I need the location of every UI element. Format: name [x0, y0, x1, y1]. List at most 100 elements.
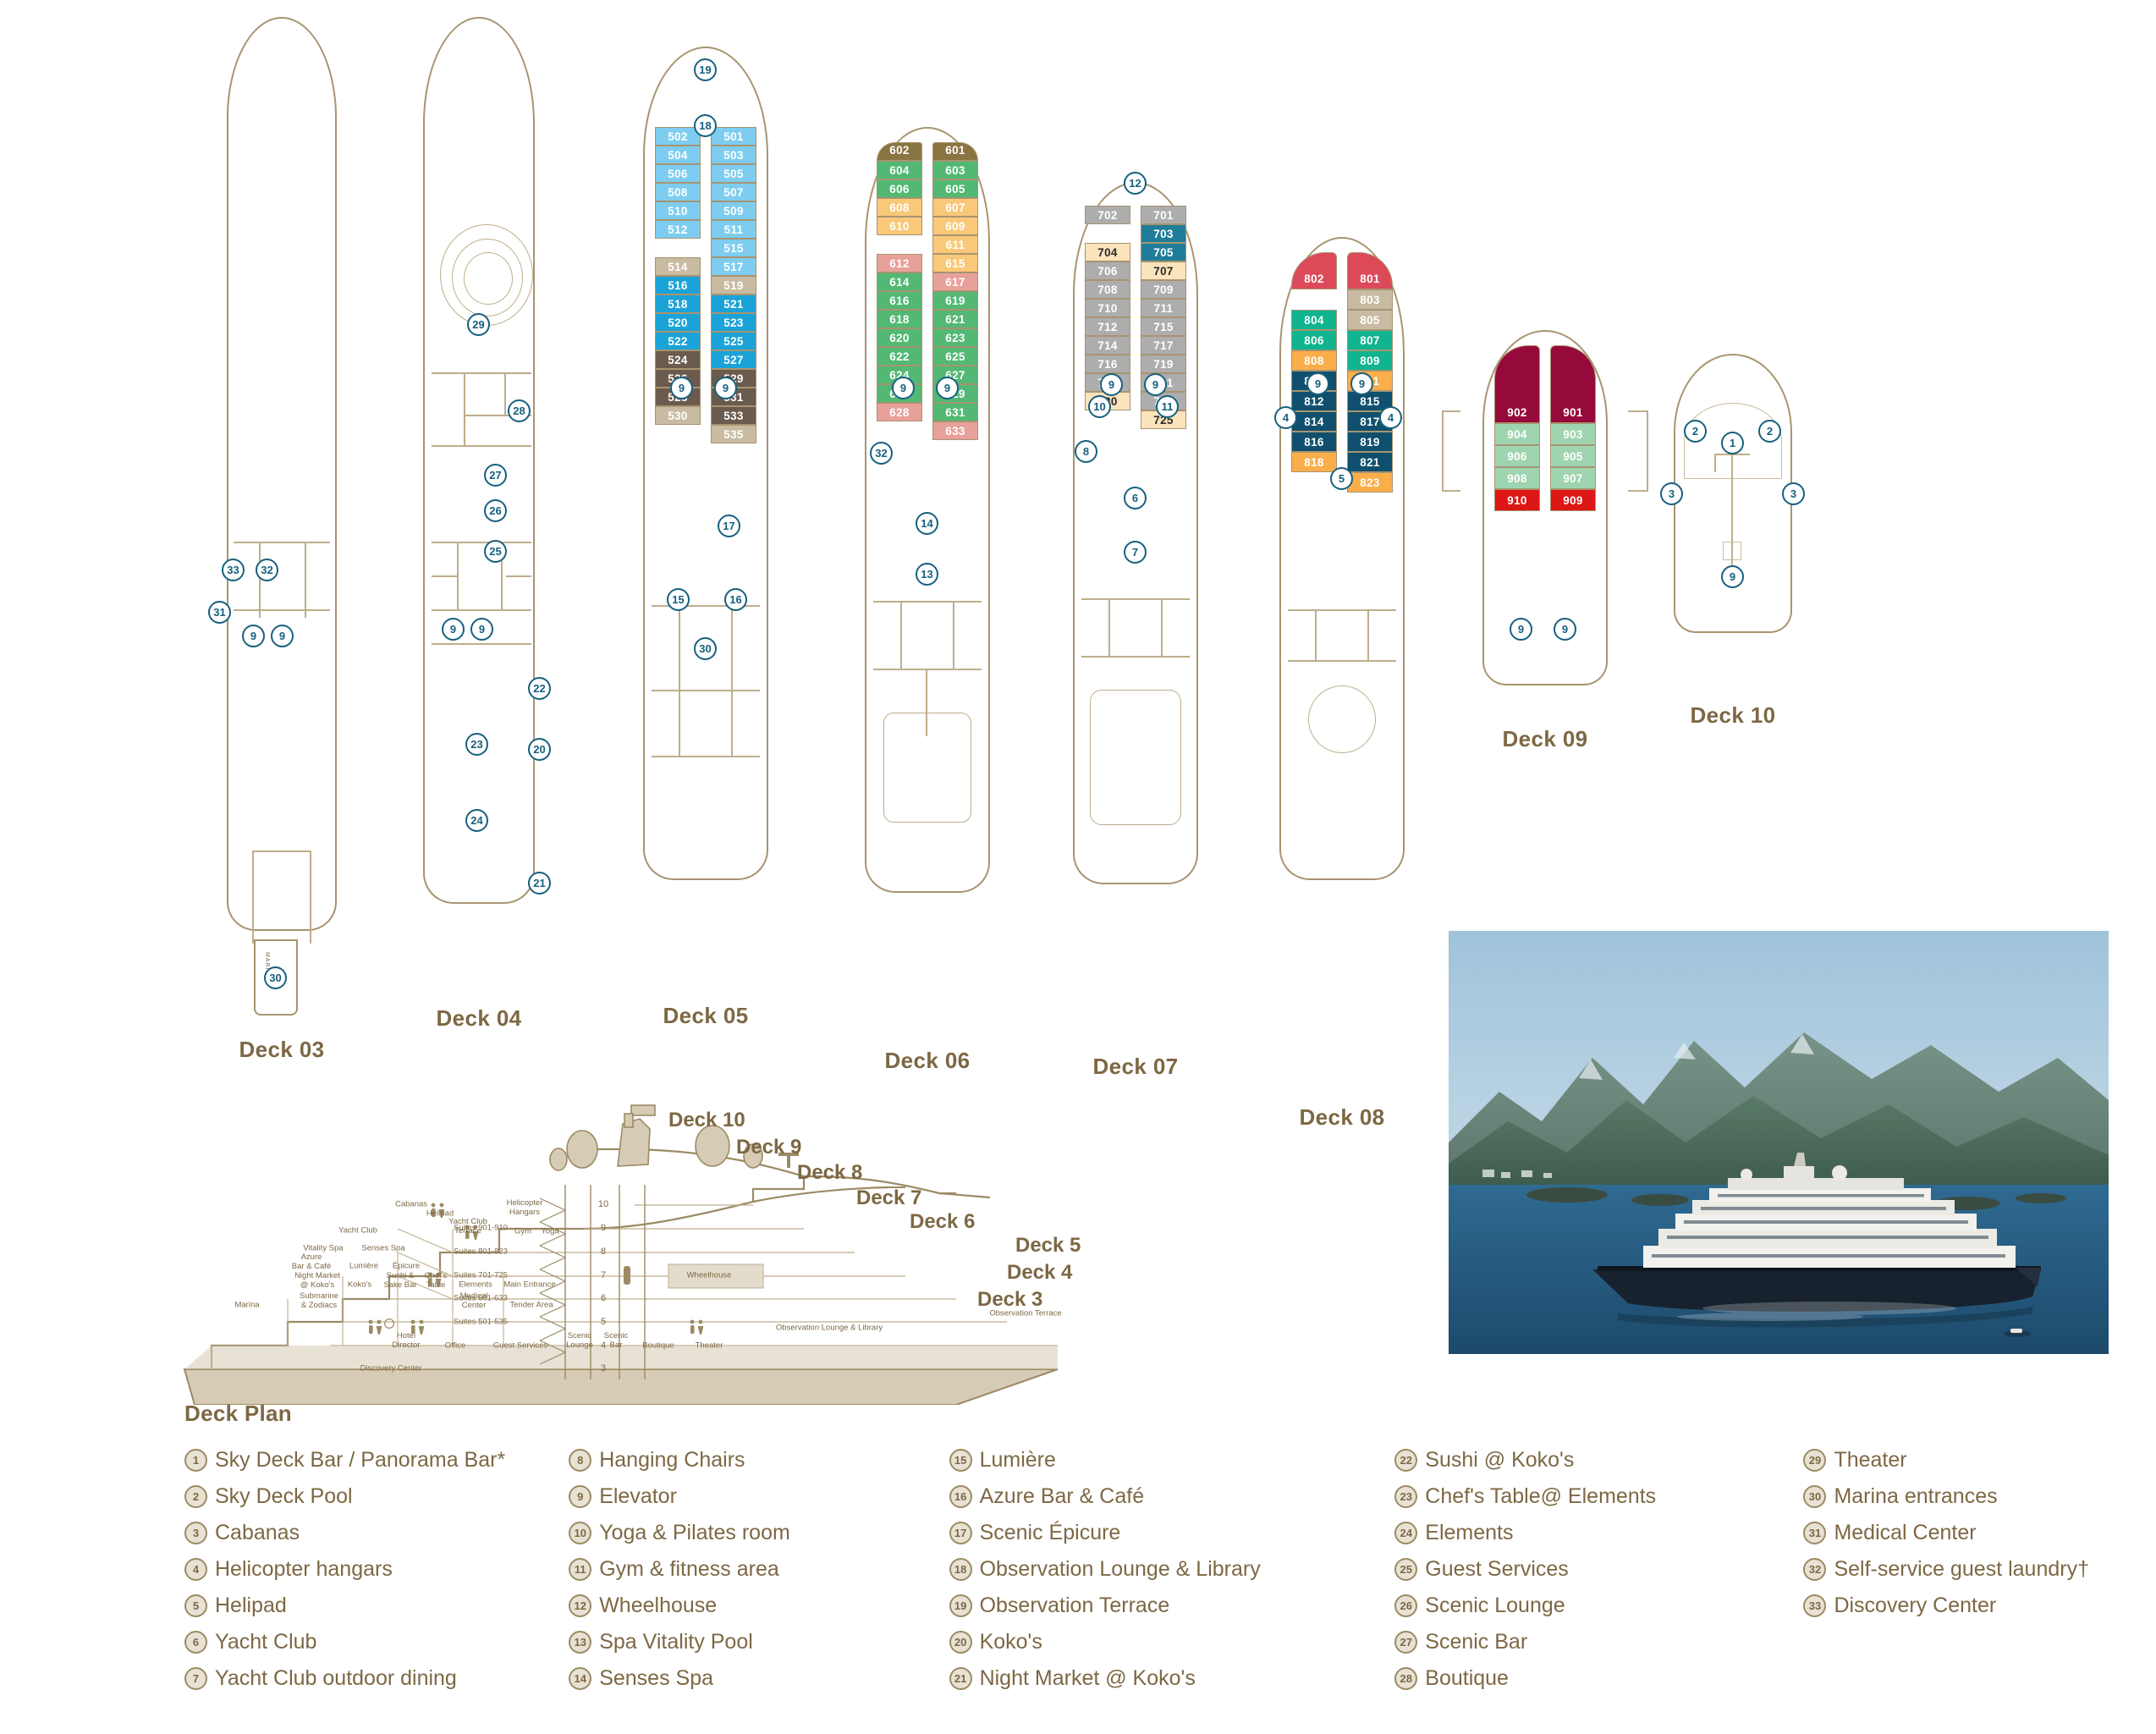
cabin-707[interactable]: 707 — [1141, 261, 1186, 280]
cabin-633[interactable]: 633 — [932, 421, 978, 440]
cabin-523[interactable]: 523 — [711, 313, 756, 332]
cabin-607[interactable]: 607 — [932, 198, 978, 217]
deck08-marker-9a[interactable]: 9 — [1306, 372, 1329, 395]
cabin-807[interactable]: 807 — [1347, 330, 1393, 350]
deck04-marker-20[interactable]: 20 — [528, 738, 551, 761]
cabin-701[interactable]: 701 — [1141, 206, 1186, 224]
cabin-614[interactable]: 614 — [877, 272, 922, 291]
deck05-marker-9a[interactable]: 9 — [670, 377, 693, 399]
deck05-marker-30[interactable]: 30 — [694, 637, 717, 660]
cabin-702[interactable]: 702 — [1085, 206, 1130, 224]
cabin-518[interactable]: 518 — [655, 295, 701, 313]
cabin-821[interactable]: 821 — [1347, 452, 1393, 472]
cabin-535[interactable]: 535 — [711, 425, 756, 443]
cabin-615[interactable]: 615 — [932, 254, 978, 272]
cabin-703[interactable]: 703 — [1141, 224, 1186, 243]
cabin-712[interactable]: 712 — [1085, 317, 1130, 336]
cabin-902[interactable]: 902 — [1494, 345, 1540, 423]
cabin-530[interactable]: 530 — [655, 406, 701, 425]
deck04-marker-9a[interactable]: 9 — [442, 618, 465, 641]
cabin-704[interactable]: 704 — [1085, 243, 1130, 261]
deck04-marker-25[interactable]: 25 — [484, 540, 507, 563]
cabin-907[interactable]: 907 — [1550, 467, 1596, 489]
cabin-617[interactable]: 617 — [932, 272, 978, 291]
deck08-marker-5[interactable]: 5 — [1330, 467, 1353, 490]
cabin-522[interactable]: 522 — [655, 332, 701, 350]
cabin-508[interactable]: 508 — [655, 183, 701, 201]
cabin-905[interactable]: 905 — [1550, 445, 1596, 467]
cabin-616[interactable]: 616 — [877, 291, 922, 310]
cabin-520[interactable]: 520 — [655, 313, 701, 332]
cabin-908[interactable]: 908 — [1494, 467, 1540, 489]
cabin-509[interactable]: 509 — [711, 201, 756, 220]
cabin-620[interactable]: 620 — [877, 328, 922, 347]
deck03-marker-31[interactable]: 31 — [208, 601, 231, 624]
cabin-622[interactable]: 622 — [877, 347, 922, 366]
deck08-marker-4a[interactable]: 4 — [1274, 406, 1297, 429]
cabin-525[interactable]: 525 — [711, 332, 756, 350]
deck06-marker-13[interactable]: 13 — [916, 563, 938, 586]
cabin-816[interactable]: 816 — [1291, 432, 1337, 452]
deck06-marker-9b[interactable]: 9 — [936, 377, 959, 399]
cabin-631[interactable]: 631 — [932, 403, 978, 421]
deck09-marker-9a[interactable]: 9 — [1510, 618, 1532, 641]
deck08-marker-9b[interactable]: 9 — [1350, 372, 1373, 395]
cabin-521[interactable]: 521 — [711, 295, 756, 313]
cabin-628[interactable]: 628 — [877, 403, 922, 421]
cabin-511[interactable]: 511 — [711, 220, 756, 239]
deck05-marker-18[interactable]: 18 — [694, 114, 717, 137]
cabin-809[interactable]: 809 — [1347, 350, 1393, 371]
deck10-marker-3a[interactable]: 3 — [1660, 482, 1683, 505]
deck06-marker-14[interactable]: 14 — [916, 512, 938, 535]
deck07-marker-9a[interactable]: 9 — [1100, 373, 1123, 396]
deck04-marker-22[interactable]: 22 — [528, 677, 551, 700]
cabin-709[interactable]: 709 — [1141, 280, 1186, 299]
cabin-612[interactable]: 612 — [877, 254, 922, 272]
cabin-706[interactable]: 706 — [1085, 261, 1130, 280]
deck04-marker-9b[interactable]: 9 — [470, 618, 493, 641]
cabin-711[interactable]: 711 — [1141, 299, 1186, 317]
cabin-901[interactable]: 901 — [1550, 345, 1596, 423]
deck04-marker-26[interactable]: 26 — [484, 499, 507, 522]
deck07-marker-9b[interactable]: 9 — [1144, 373, 1167, 396]
deck04-marker-29[interactable]: 29 — [467, 313, 490, 336]
cabin-601[interactable]: 601 — [932, 142, 978, 161]
cabin-608[interactable]: 608 — [877, 198, 922, 217]
cabin-802[interactable]: 802 — [1291, 252, 1337, 289]
cabin-505[interactable]: 505 — [711, 164, 756, 183]
deck06-marker-9a[interactable]: 9 — [892, 377, 915, 399]
deck10-marker-2a[interactable]: 2 — [1684, 420, 1707, 443]
cabin-818[interactable]: 818 — [1291, 452, 1337, 472]
cabin-623[interactable]: 623 — [932, 328, 978, 347]
deck03-marker-30[interactable]: 30 — [264, 966, 287, 989]
cabin-904[interactable]: 904 — [1494, 423, 1540, 445]
cabin-708[interactable]: 708 — [1085, 280, 1130, 299]
deck07-marker-6[interactable]: 6 — [1124, 487, 1147, 509]
cabin-603[interactable]: 603 — [932, 161, 978, 179]
cabin-705[interactable]: 705 — [1141, 243, 1186, 261]
cabin-514[interactable]: 514 — [655, 257, 701, 276]
cabin-803[interactable]: 803 — [1347, 289, 1393, 310]
cabin-903[interactable]: 903 — [1550, 423, 1596, 445]
